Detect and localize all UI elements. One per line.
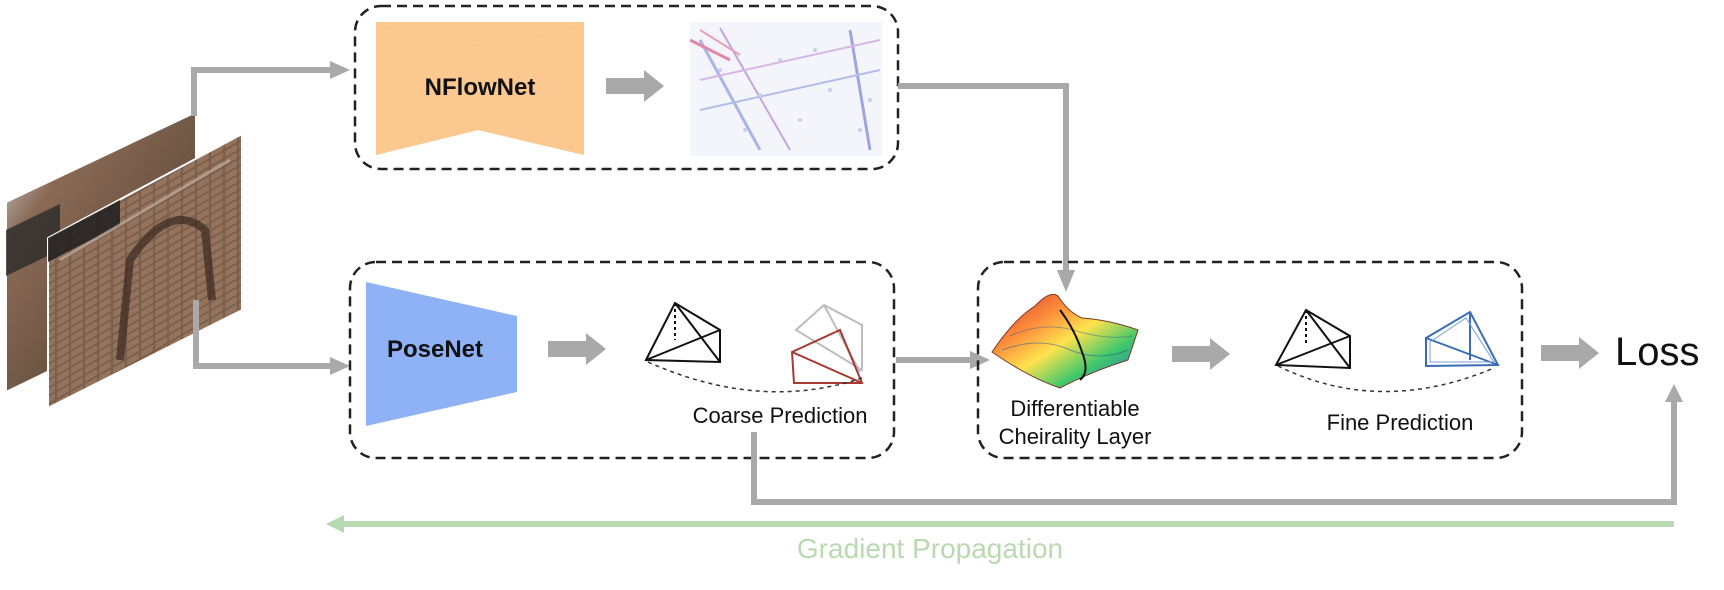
posenet-shape — [366, 282, 517, 426]
fine-camera-start-icon — [1274, 308, 1351, 370]
cheirality-module-box — [976, 260, 1524, 460]
posenet-label: PoseNet — [386, 336, 484, 363]
arrow-input-to-nflownet — [191, 61, 350, 116]
differentiable-label-line1: Differentiable — [1010, 396, 1140, 421]
arrow-fine-to-loss — [1541, 337, 1599, 369]
coarse-prediction-label: Coarse Prediction — [692, 403, 868, 428]
differentiable-label-line2: Cheirality Layer — [998, 424, 1152, 449]
arrow-posenet-box-to-cheirality — [896, 351, 990, 369]
nflownet-label: NFlowNet — [424, 74, 536, 101]
coarse-camera-predicted-icon — [790, 303, 864, 384]
gradient-propagation-arrow — [326, 515, 1674, 533]
fine-camera-predicted-icon — [1425, 310, 1500, 368]
arrow-cheirality-to-fine — [1172, 338, 1230, 370]
coarse-trajectory — [647, 361, 863, 393]
arrow-coarse-to-loss — [751, 384, 1683, 505]
coarse-camera-start-icon — [644, 301, 721, 364]
nflownet-module-box — [353, 4, 900, 171]
arrow-input-to-posenet — [193, 300, 350, 375]
arrow-nflownet-to-flow — [606, 70, 664, 102]
fine-prediction-label: Fine Prediction — [1326, 410, 1474, 435]
loss-surface-icon — [991, 293, 1139, 389]
loss-label: Loss — [1615, 330, 1700, 374]
input-frames-icon — [5, 110, 243, 410]
posenet-module-box — [348, 260, 896, 460]
optical-flow-image — [689, 22, 882, 156]
differentiable-cheirality-label: Differentiable Cheirality Layer — [980, 395, 1170, 451]
fine-trajectory — [1277, 365, 1495, 393]
gradient-propagation-label: Gradient Propagation — [796, 533, 1064, 564]
arrow-posenet-to-coarse — [548, 333, 606, 365]
arrow-flow-to-cheirality — [898, 83, 1075, 292]
